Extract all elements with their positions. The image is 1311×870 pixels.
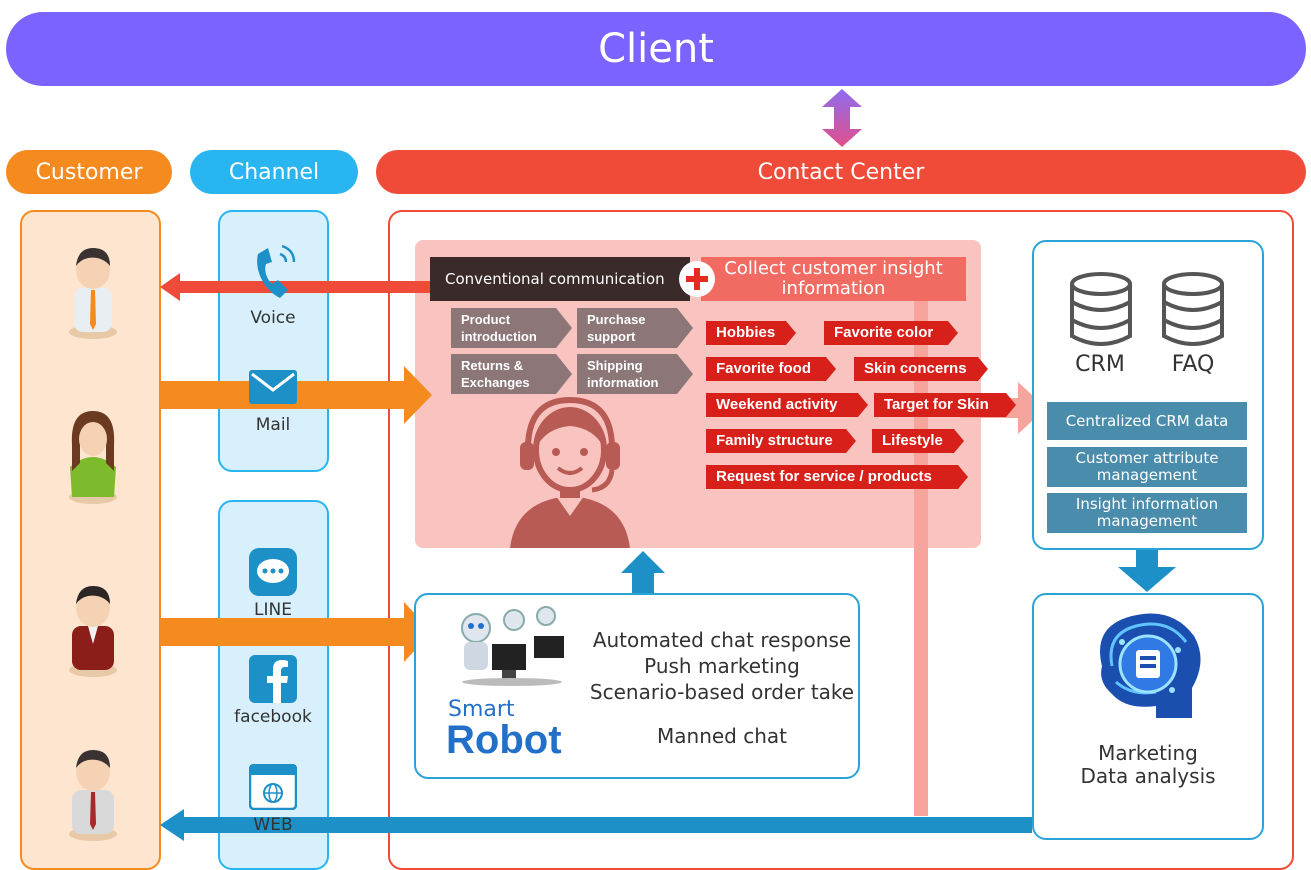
ai-brain-icon: [1100, 613, 1201, 718]
operator-headset-icon: [510, 396, 630, 548]
line-chat-icon: [249, 548, 297, 596]
insight-hobbies: Hobbies: [706, 321, 796, 345]
robot-feature-push-marketing: Push marketing: [644, 654, 800, 678]
topic-purchase-support: Purchase support: [577, 308, 693, 348]
insight-family-structure: Family structure: [706, 429, 856, 453]
web-browser-icon: [249, 764, 297, 810]
phone-icon: [257, 244, 296, 298]
crm-label: CRM: [1075, 352, 1125, 377]
insight-target-for-skin: Target for Skin: [874, 393, 1016, 417]
conventional-communication-label: Conventional communication: [430, 257, 690, 301]
insight-lifestyle: Lifestyle: [872, 429, 964, 453]
channel-label-mail: Mail: [255, 415, 291, 435]
crm-item-customer-attribute: Customer attribute management: [1047, 447, 1247, 487]
robot-to-operator-arrow: [621, 551, 665, 573]
insight-favorite-food: Favorite food: [706, 357, 836, 381]
channel-label-line: LINE: [254, 600, 292, 620]
customer-man-red-jacket-icon: [69, 586, 117, 677]
line-inbound-arrow: [160, 618, 404, 646]
channel-header: Channel: [190, 150, 358, 194]
mail-icon: [249, 370, 297, 404]
plus-icon: [679, 261, 715, 297]
crm-item-insight-information: Insight information management: [1047, 493, 1247, 533]
bidirectional-arrow-icon: [822, 89, 862, 147]
customer-header: Customer: [6, 150, 172, 194]
collect-insight-label: Collect customer insight information: [701, 257, 966, 301]
insight-favorite-color: Favorite color: [824, 321, 958, 345]
channel-panel-top: [218, 210, 329, 472]
robot-feature-manned-chat: Manned chat: [657, 724, 787, 748]
channel-label-facebook: facebook: [234, 707, 312, 727]
crm-database-icon: [1070, 272, 1132, 346]
robot-feature-automated-chat: Automated chat response: [592, 628, 852, 652]
client-header: Client: [6, 12, 1306, 86]
crm-to-analysis-arrow: [1118, 567, 1176, 592]
customer-man-orange-tie-icon: [69, 248, 117, 339]
faq-database-icon: [1162, 272, 1224, 346]
topic-shipping-information: Shipping information: [577, 354, 693, 394]
customer-woman-green-icon: [69, 411, 117, 504]
topic-product-introduction: Product introduction: [451, 308, 572, 348]
insight-request-for-service-products: Request for service / products: [706, 465, 968, 489]
customer-man-gray-suit-icon: [69, 750, 117, 841]
robot-feature-scenario-order: Scenario-based order take: [589, 680, 855, 704]
data-analysis-label: Data analysis: [1080, 764, 1216, 788]
analysis-return-arrow: [180, 817, 1032, 833]
channel-label-voice: Voice: [250, 308, 296, 328]
faq-label: FAQ: [1171, 352, 1215, 377]
marketing-label: Marketing: [1098, 741, 1198, 765]
channel-label-web: WEB: [253, 815, 293, 835]
insight-weekend-activity: Weekend activity: [706, 393, 868, 417]
insight-skin-concerns: Skin concerns: [854, 357, 988, 381]
smart-label: Smart: [448, 697, 515, 722]
voice-response-arrow: [178, 281, 432, 293]
contact-center-header: Contact Center: [376, 150, 1306, 194]
topic-returns-exchanges: Returns & Exchanges: [451, 354, 572, 394]
robots-at-computers-icon: [461, 606, 564, 686]
robot-brand-label: Robot: [446, 718, 562, 762]
crm-item-centralized: Centralized CRM data: [1047, 402, 1247, 440]
facebook-icon: [249, 655, 297, 703]
